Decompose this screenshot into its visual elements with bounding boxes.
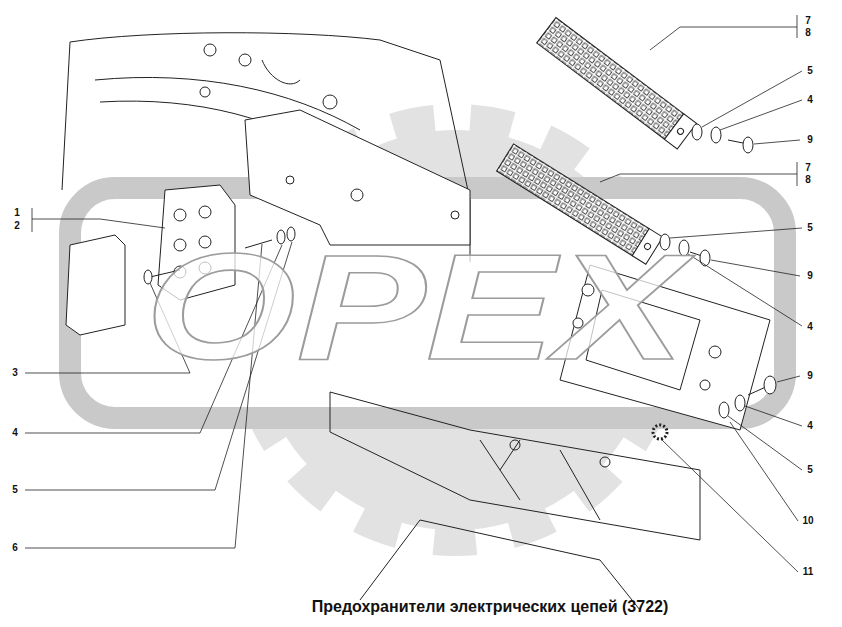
fuse-box-drawing xyxy=(174,209,186,221)
leader-line xyxy=(728,416,802,470)
housing-drawing xyxy=(480,440,600,520)
housing-drawing xyxy=(451,211,459,219)
fuse-box-drawing xyxy=(66,235,125,335)
fastener-drawing xyxy=(719,402,729,418)
leader-line xyxy=(745,406,802,426)
leader-line xyxy=(791,162,797,186)
leader-line xyxy=(754,140,800,144)
housing-drawing xyxy=(510,440,520,450)
leader-line xyxy=(25,15,802,572)
leader-line xyxy=(38,219,165,228)
diagram-title: Предохранители электрических цепей (3722… xyxy=(312,598,669,616)
leader-line xyxy=(791,15,797,38)
callout-number: 5 xyxy=(807,223,813,233)
fastener-drawing xyxy=(653,425,667,439)
housing-drawing xyxy=(286,176,294,184)
callout-number: 4 xyxy=(12,428,18,438)
callout-number: 9 xyxy=(807,135,813,145)
callout-number: 3 xyxy=(12,368,18,378)
housing-drawing xyxy=(204,44,216,56)
housing-drawing xyxy=(245,110,470,245)
housing-drawing xyxy=(70,33,470,262)
fuse-strip-drawing xyxy=(497,17,697,264)
leader-line xyxy=(688,254,802,326)
callout-number: 5 xyxy=(807,66,813,76)
leader-line xyxy=(711,260,800,276)
callout-number: 5 xyxy=(807,465,813,475)
fuse-strip-drawing xyxy=(537,17,684,139)
callout-number: 4 xyxy=(807,95,813,105)
callout-number: 8 xyxy=(805,28,811,38)
callout-number: 4 xyxy=(807,421,813,431)
fastener-drawing xyxy=(735,395,745,411)
callout-number: 10 xyxy=(802,516,813,526)
callout-number: 7 xyxy=(805,163,811,173)
leader-line xyxy=(650,27,791,50)
fuse-strip-drawing xyxy=(676,127,684,135)
fastener-drawing xyxy=(709,346,721,358)
fastener-drawing xyxy=(743,137,753,153)
housing-drawing xyxy=(351,189,363,201)
housing-drawing xyxy=(239,54,251,66)
housing-drawing xyxy=(62,33,700,610)
housing-drawing xyxy=(200,87,210,97)
housing-drawing xyxy=(360,520,640,610)
housing-drawing xyxy=(262,60,300,84)
callout-number: 2 xyxy=(14,221,20,231)
callout-number: 1 xyxy=(14,208,20,218)
callout-number: 8 xyxy=(805,175,811,185)
fastener-drawing xyxy=(700,250,710,266)
fuse-box-drawing xyxy=(199,206,211,218)
leader-line xyxy=(720,100,802,130)
callout-number: 7 xyxy=(805,16,811,26)
callout-number: 4 xyxy=(807,322,813,332)
leader-line xyxy=(670,228,802,238)
callout-number: 5 xyxy=(12,485,18,495)
housing-drawing xyxy=(600,457,610,467)
fastener-drawing xyxy=(692,124,702,140)
fastener-drawing xyxy=(700,380,710,390)
callout-number: 9 xyxy=(807,271,813,281)
watermark: OPEX xyxy=(145,232,685,382)
leader-line xyxy=(662,440,798,572)
fuse-strip-drawing xyxy=(537,17,697,148)
fastener-drawing xyxy=(764,376,776,394)
leader-line xyxy=(777,376,800,382)
fastener-drawing xyxy=(711,127,721,143)
callout-number: 6 xyxy=(12,543,18,553)
housing-drawing xyxy=(330,392,700,540)
callout-number: 9 xyxy=(807,371,813,381)
housing-drawing xyxy=(62,42,70,190)
callout-number: 11 xyxy=(803,567,814,577)
leader-line xyxy=(600,174,791,182)
leader-line xyxy=(730,422,798,521)
housing-drawing xyxy=(323,95,337,109)
leader-line xyxy=(32,208,38,232)
